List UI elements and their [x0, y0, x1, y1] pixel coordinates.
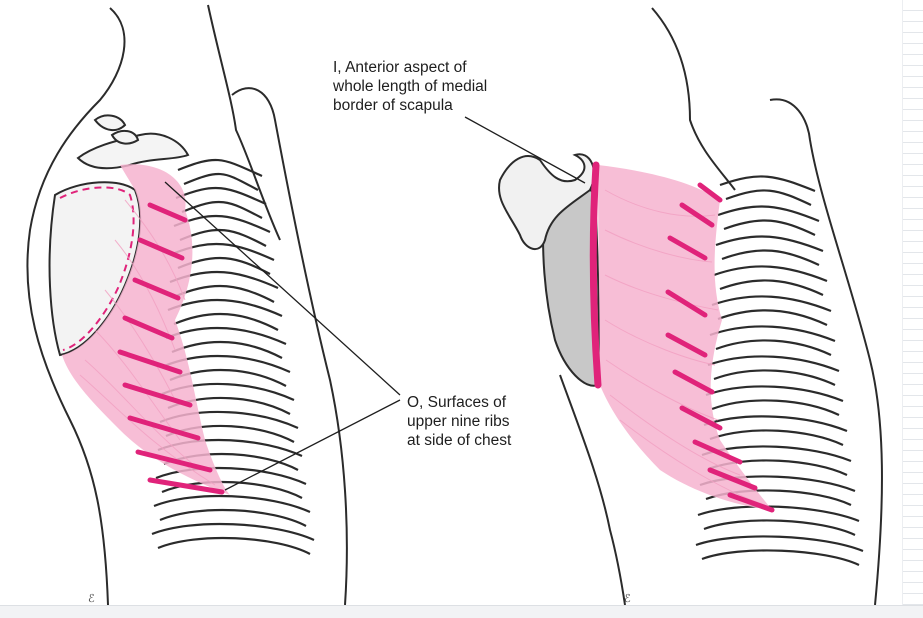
- left-rib: [177, 158, 263, 191]
- right-rib: [703, 415, 848, 446]
- right-back-outline: [769, 98, 883, 606]
- left-clavicle: [76, 114, 190, 170]
- artist-signature-right: ℰ: [624, 592, 631, 605]
- right-rib: [711, 295, 832, 326]
- right-body-outline: [651, 7, 736, 191]
- origin-label: O, Surfaces of upper nine ribs at side o…: [407, 394, 512, 449]
- left-rib: [155, 466, 307, 499]
- right-torso: [559, 7, 883, 606]
- left-rib: [151, 522, 315, 555]
- right-scapula: [498, 153, 600, 387]
- right-rib: [713, 265, 828, 296]
- right-rib-attachments: [665, 182, 775, 513]
- page-edge: [902, 0, 923, 606]
- origin-leader-line-upper: [164, 181, 401, 396]
- right-rib: [695, 535, 864, 566]
- right-rib: [715, 235, 824, 266]
- origin-leader-line-lower: [224, 399, 401, 491]
- right-front-outline: [559, 374, 626, 606]
- right-rib: [707, 355, 840, 386]
- left-back-outline: [231, 87, 348, 606]
- left-rib: [167, 298, 283, 331]
- right-rib: [717, 205, 820, 236]
- right-ribcage: [695, 175, 864, 566]
- right-rib: [705, 385, 844, 416]
- horizontal-scrollbar[interactable]: [0, 605, 923, 618]
- leader-lines: [164, 116, 586, 491]
- left-rib: [153, 494, 311, 527]
- left-rib: [175, 186, 267, 219]
- left-rib-attachments: [117, 202, 225, 495]
- right-serratus-muscle: [589, 161, 772, 510]
- right-rib: [719, 175, 816, 206]
- left-scapula: [48, 181, 142, 357]
- right-rib: [709, 325, 836, 356]
- insertion-line: [589, 161, 602, 389]
- insertion-label: I, Anterior aspect of whole length of me…: [333, 59, 488, 114]
- left-body-outline: [26, 7, 126, 606]
- insertion-leader-line: [464, 116, 586, 184]
- left-neck-back: [207, 4, 281, 241]
- artist-signature-left: ℰ: [88, 592, 95, 605]
- right-rib: [697, 505, 860, 536]
